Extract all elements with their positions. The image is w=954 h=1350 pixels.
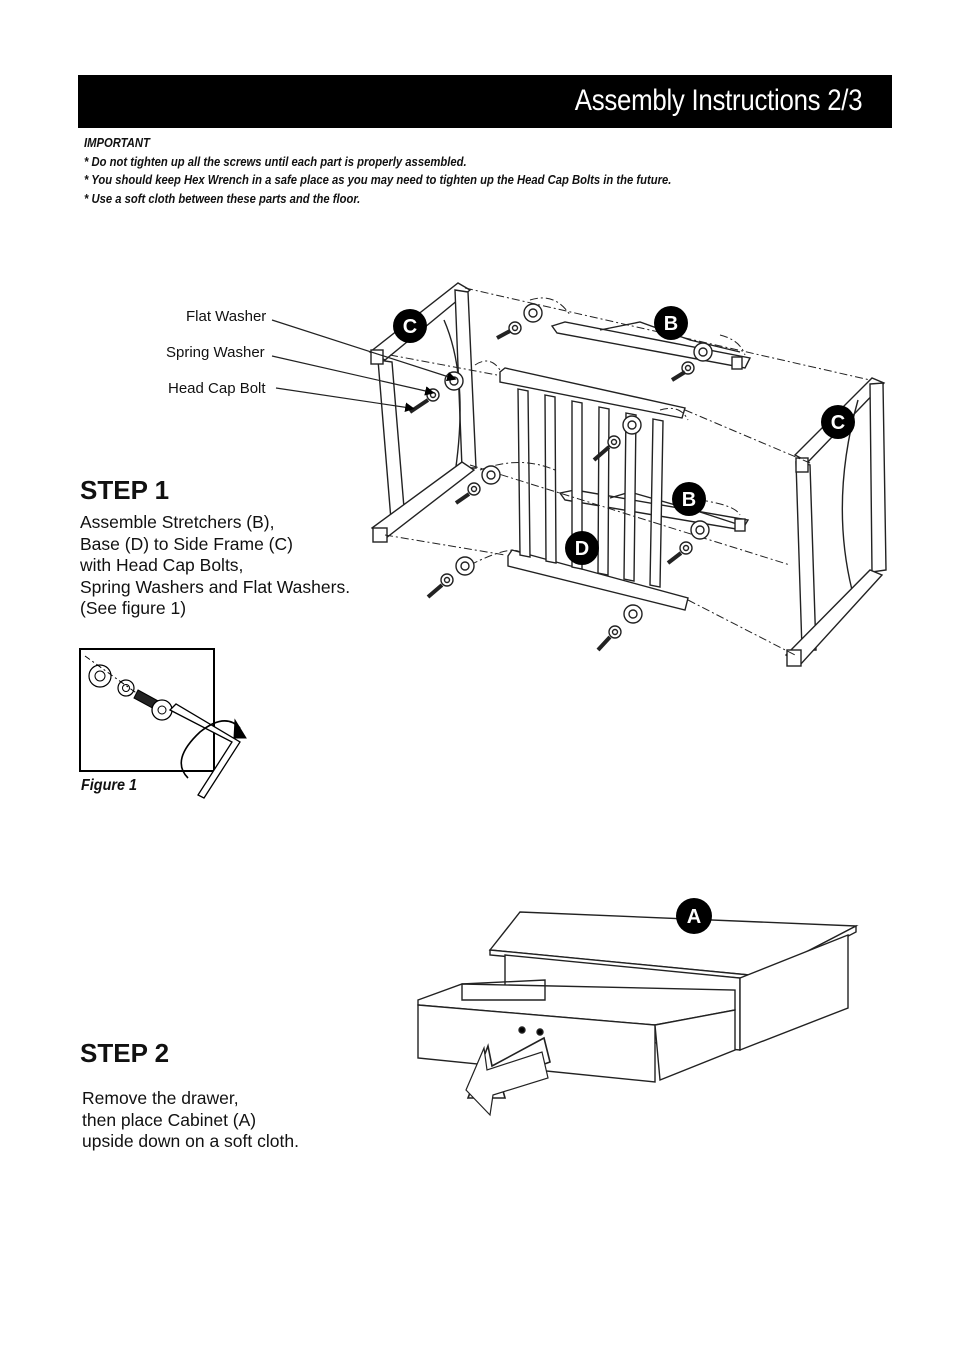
callout-spring-washer: Spring Washer bbox=[166, 344, 265, 361]
note-item: * You should keep Hex Wrench in a safe p… bbox=[84, 173, 672, 187]
step1-line: Assemble Stretchers (B), bbox=[80, 512, 275, 532]
figure1-frame bbox=[79, 648, 215, 772]
flat-washer-icon bbox=[88, 664, 112, 688]
badge-label: B bbox=[664, 313, 678, 335]
hardware bbox=[408, 303, 713, 652]
step1-line: Spring Washers and Flat Washers. bbox=[80, 576, 351, 597]
callout-leaders bbox=[271, 319, 457, 413]
badge-label: C bbox=[831, 412, 845, 434]
badge-label: D bbox=[575, 538, 589, 560]
hex-wrench-icon bbox=[168, 703, 241, 799]
step2-diagram bbox=[417, 911, 859, 1117]
callout-head-cap-bolt: Head Cap Bolt bbox=[168, 380, 266, 397]
header-bar: Assembly Instructions 2/3 bbox=[78, 75, 892, 128]
base-frame bbox=[499, 367, 689, 611]
note-item: * Use a soft cloth between these parts a… bbox=[84, 191, 361, 206]
part-badge-b-top: B bbox=[654, 306, 688, 340]
drawer-knob-icon bbox=[518, 1026, 526, 1034]
notes-heading: IMPORTANT bbox=[84, 136, 150, 150]
part-badge-c-left: C bbox=[393, 309, 427, 343]
step2-line: Remove the drawer, bbox=[82, 1088, 239, 1108]
step1-line: with Head Cap Bolts, bbox=[80, 555, 244, 575]
important-notes: IMPORTANT * Do not tighten up all the sc… bbox=[84, 134, 671, 208]
rotate-arrow-icon bbox=[180, 720, 241, 779]
drawer-knob-icon bbox=[536, 1028, 544, 1036]
step1-diagram bbox=[271, 282, 887, 667]
step1-instructions: Assemble Stretchers (B), Base (D) to Sid… bbox=[80, 512, 350, 620]
part-badge-a: A bbox=[676, 898, 712, 934]
step1-line: (See figure 1) bbox=[80, 598, 187, 618]
note-item: * Do not tighten up all the screws until… bbox=[84, 154, 467, 169]
step1-line: Base (D) to Side Frame (C) bbox=[80, 533, 293, 554]
step2-title: STEP 2 bbox=[80, 1038, 170, 1068]
figure1 bbox=[79, 648, 247, 799]
page-title: Assembly Instructions 2/3 bbox=[574, 84, 862, 117]
callout-flat-washer: Flat Washer bbox=[186, 308, 267, 325]
step1-title: STEP 1 bbox=[80, 475, 170, 505]
part-badge-b-bottom: B bbox=[672, 482, 706, 516]
part-badge-c-right: C bbox=[821, 405, 855, 439]
step2-line: then place Cabinet (A) bbox=[82, 1109, 257, 1130]
figure-caption: Figure 1 bbox=[81, 777, 138, 794]
badge-label: B bbox=[682, 489, 696, 511]
step2-line: upside down on a soft cloth. bbox=[82, 1131, 299, 1151]
step2-instructions: Remove the drawer, then place Cabinet (A… bbox=[82, 1088, 299, 1153]
spring-washer-icon bbox=[117, 679, 135, 697]
part-badge-d: D bbox=[565, 531, 599, 565]
badge-label: A bbox=[687, 906, 701, 928]
badge-label: C bbox=[403, 316, 417, 338]
